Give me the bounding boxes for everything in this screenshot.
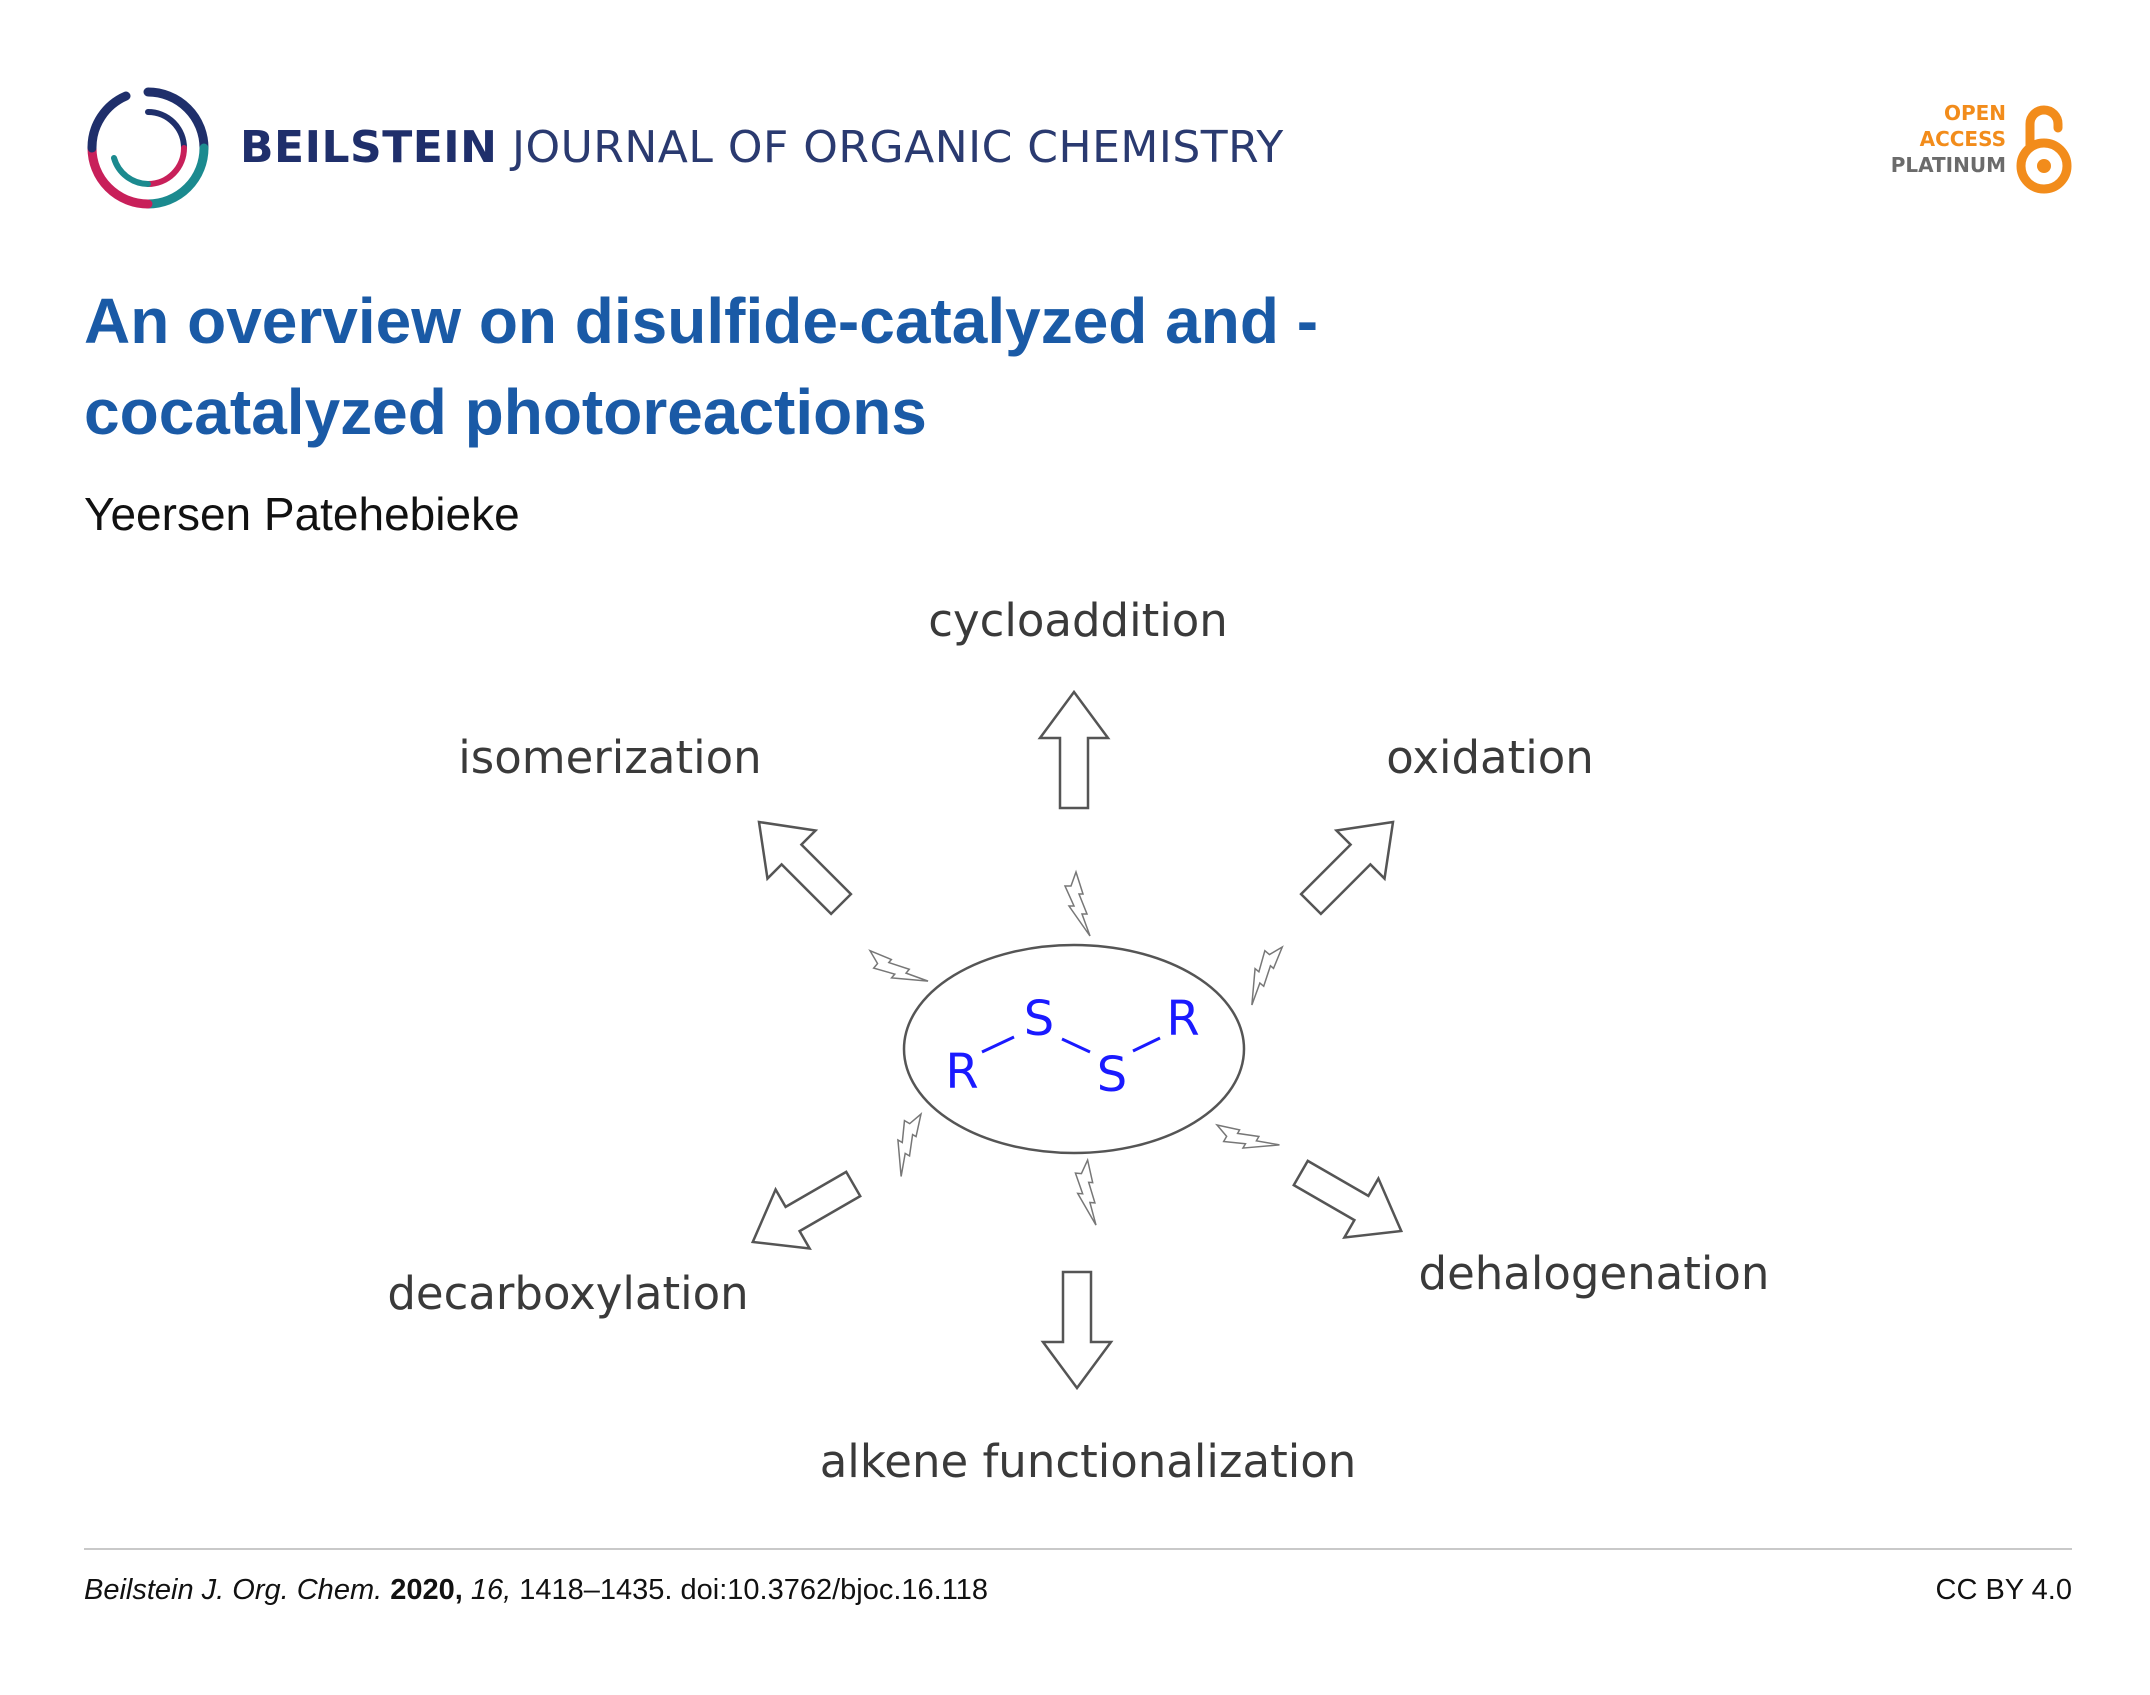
- arrow-up: [1038, 690, 1110, 810]
- arrow-upper-right: [1285, 796, 1419, 930]
- badge-line-open: OPEN: [1943, 101, 2006, 125]
- footer-divider: [84, 1548, 2072, 1550]
- journal-name: BEILSTEIN JOURNAL OF ORGANIC CHEMISTRY: [240, 120, 1284, 176]
- lightning-icon: [1231, 939, 1294, 1006]
- label-decarboxylation: decarboxylation: [387, 1267, 748, 1320]
- open-access-badge: OPEN ACCESS PLATINUM: [1862, 100, 2072, 196]
- author-name: Yeersen Patehebieke: [84, 488, 520, 540]
- license: CC BY 4.0: [1935, 1574, 2072, 1606]
- arrow-lower-right: [1282, 1142, 1420, 1262]
- lightning-icon: [1210, 1112, 1281, 1168]
- badge-line-platinum: PLATINUM: [1890, 153, 2006, 177]
- bond-s-s: [1061, 1037, 1091, 1054]
- label-oxidation: oxidation: [1386, 731, 1594, 784]
- bond-s-r: [1132, 1036, 1161, 1053]
- label-isomerization: isomerization: [458, 731, 761, 784]
- disulfide-ellipse: [902, 943, 1246, 1155]
- arrow-down: [1041, 1270, 1113, 1390]
- arrow-lower-left: [734, 1153, 872, 1273]
- citation-year: 2020,: [390, 1574, 463, 1606]
- article-title: An overview on disulfide-catalyzed and -…: [84, 285, 1319, 448]
- beilstein-logo-icon: [87, 87, 209, 209]
- label-cycloaddition: cycloaddition: [928, 594, 1228, 647]
- journal-brand: BEILSTEIN: [240, 122, 498, 173]
- lightning-icon: [878, 1107, 934, 1178]
- journal-subtitle: JOURNAL OF ORGANIC CHEMISTRY: [511, 122, 1284, 173]
- lightning-icon: [862, 939, 929, 1002]
- bond-r-s: [981, 1035, 1015, 1054]
- chem-s-top: S: [1024, 991, 1054, 1047]
- open-access-text: OPEN ACCESS PLATINUM: [1891, 100, 2006, 178]
- arrow-upper-left: [733, 796, 867, 930]
- label-dehalogenation: dehalogenation: [1419, 1247, 1770, 1300]
- chem-s-bottom: S: [1097, 1047, 1127, 1103]
- open-access-lock-icon: [2016, 105, 2072, 194]
- lightning-icon: [1064, 871, 1091, 937]
- citation-pages-doi: 1418–1435. doi:10.3762/bjoc.16.118: [519, 1574, 988, 1606]
- chem-r-left: R: [945, 1044, 978, 1100]
- citation-volume: 16,: [470, 1574, 512, 1606]
- citation: Beilstein J. Org. Chem. 2020, 16, 1418–1…: [84, 1572, 988, 1608]
- graphical-abstract: cycloaddition isomerization oxidation de…: [387, 594, 1770, 1488]
- lightning-icon: [1070, 1158, 1103, 1226]
- citation-journal: Beilstein J. Org. Chem.: [84, 1574, 383, 1606]
- label-alkene-functionalization: alkene functionalization: [820, 1435, 1357, 1488]
- chem-r-right: R: [1166, 991, 1199, 1047]
- badge-line-access: ACCESS: [1919, 127, 2006, 151]
